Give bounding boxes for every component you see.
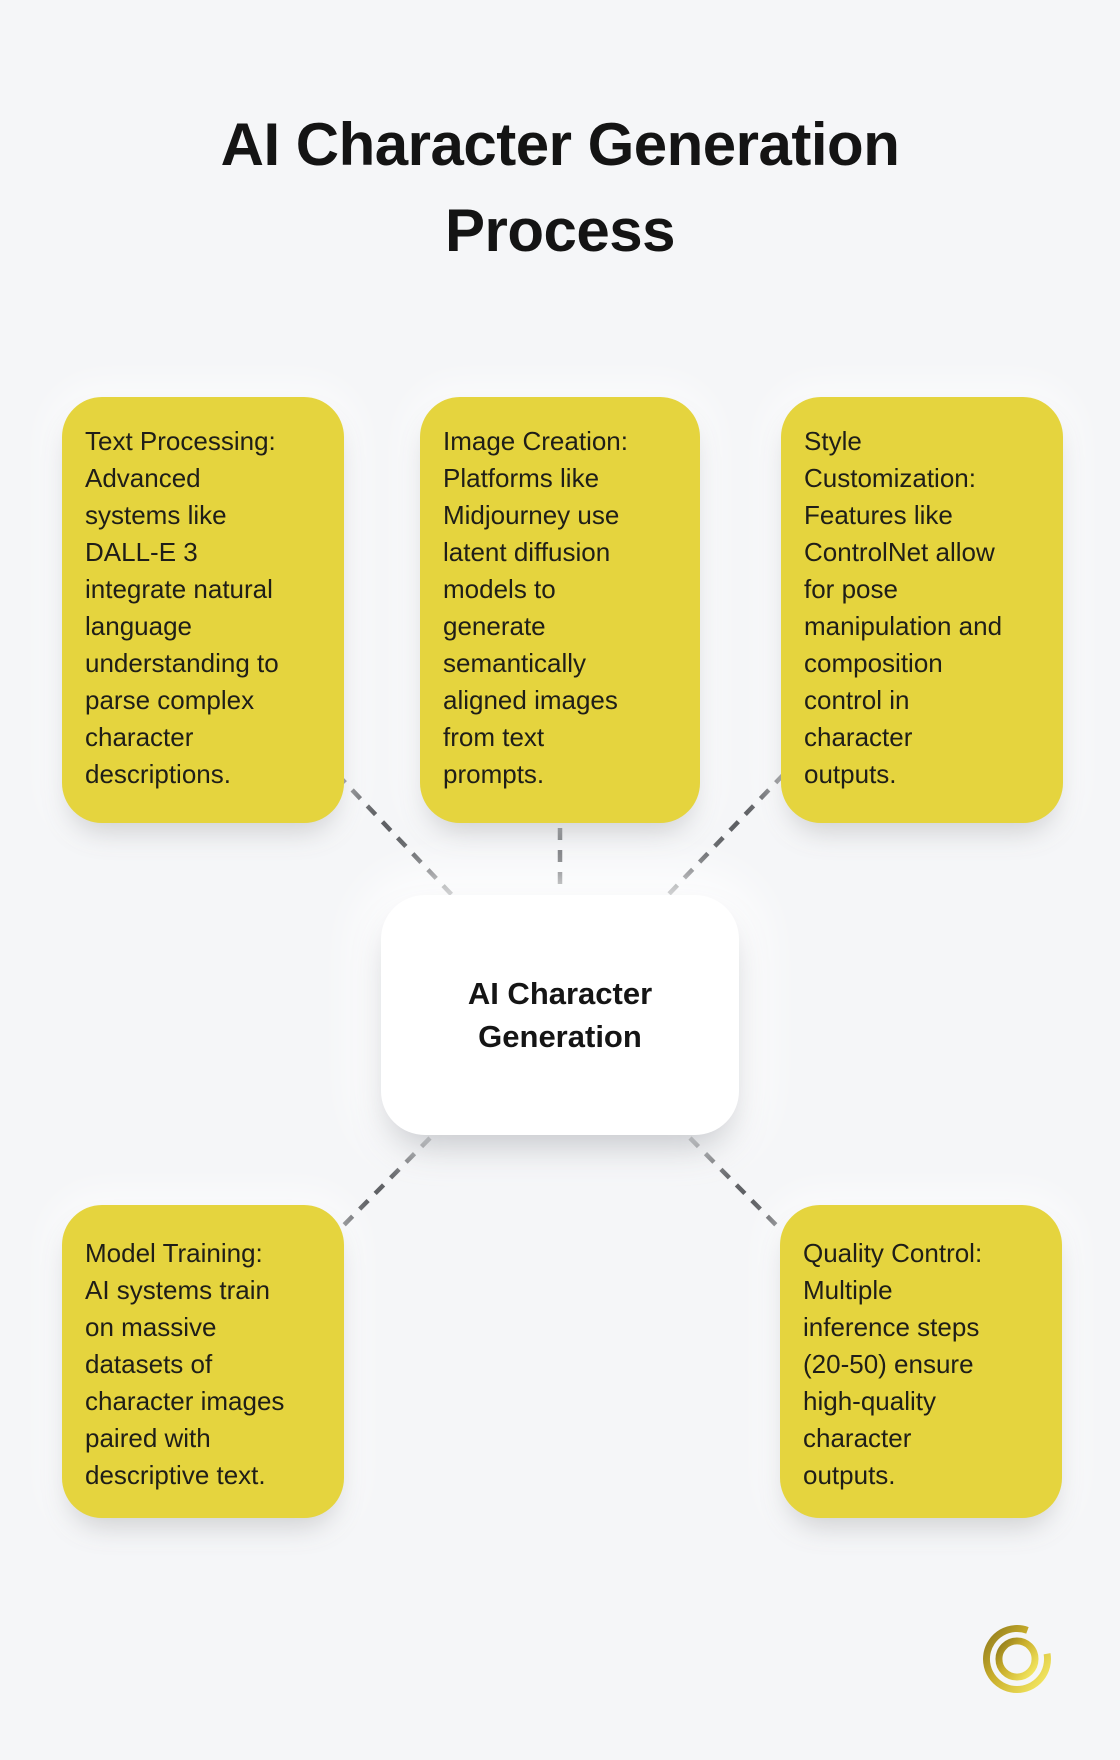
connector-quality-control <box>688 1136 784 1233</box>
node-image-creation-text: Image Creation: Platforms like Midjourne… <box>443 426 628 789</box>
page-title: AI Character Generation Process <box>220 111 900 264</box>
center-node: AI Character Generation <box>381 895 739 1135</box>
node-style-customization: Style Customization: Features like Contr… <box>781 397 1063 823</box>
node-model-training: Model Training: AI systems train on mass… <box>62 1205 344 1518</box>
center-node-label: AI Character Generation <box>467 976 653 1054</box>
node-text-processing-text: Text Processing: Advanced systems like D… <box>85 426 279 789</box>
gold-q-logo-icon <box>980 1622 1054 1696</box>
node-quality-control: Quality Control: Multiple inference step… <box>780 1205 1062 1518</box>
node-style-customization-text: Style Customization: Features like Contr… <box>804 426 1003 789</box>
node-text-processing: Text Processing: Advanced systems like D… <box>62 397 344 823</box>
connector-model-training <box>336 1136 432 1233</box>
node-model-training-text: Model Training: AI systems train on mass… <box>85 1238 285 1490</box>
node-quality-control-text: Quality Control: Multiple inference step… <box>803 1238 983 1490</box>
node-image-creation: Image Creation: Platforms like Midjourne… <box>420 397 700 823</box>
